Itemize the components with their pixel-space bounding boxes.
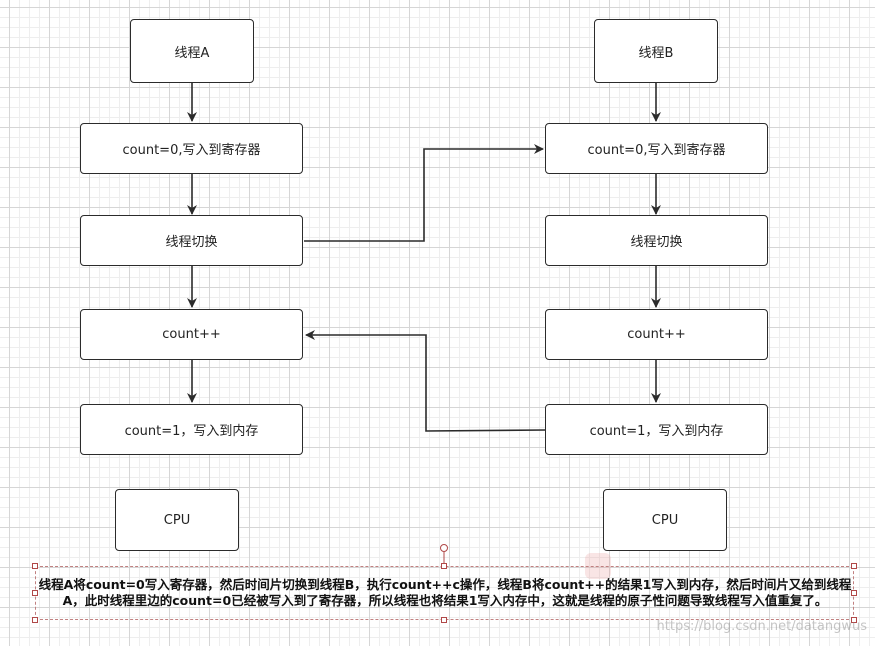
resize-handle-mid-left[interactable] [32, 590, 38, 596]
thread-a-node: 线程A [130, 19, 254, 83]
watermark-url: https://blog.csdn.net/datangwus [656, 619, 867, 634]
thread-b-step-switch: 线程切换 [545, 215, 768, 266]
thread-b-step-increment: count++ [545, 309, 768, 360]
resize-handle-bottom-right[interactable] [851, 617, 857, 623]
thread-a-step-switch: 线程切换 [80, 215, 303, 266]
thread-b-step-write-memory: count=1，写入到内存 [545, 404, 768, 455]
resize-handle-mid-right[interactable] [851, 590, 857, 596]
rotate-handle[interactable] [440, 544, 448, 552]
resize-handle-top-left[interactable] [32, 563, 38, 569]
arrow-switch-b-to-a [305, 330, 546, 432]
thread-a-step-increment: count++ [80, 309, 303, 360]
cpu-a-node: CPU [115, 489, 239, 551]
resize-handle-top-right[interactable] [851, 563, 857, 569]
resize-handle-top-mid[interactable] [441, 563, 447, 569]
thread-a-step-load-register: count=0,写入到寄存器 [80, 123, 303, 174]
resize-handle-bottom-left[interactable] [32, 617, 38, 623]
thread-b-node: 线程B [594, 19, 718, 83]
resize-handle-bottom-mid[interactable] [441, 617, 447, 623]
thread-a-step-write-memory: count=1，写入到内存 [80, 404, 303, 455]
thread-b-step-load-register: count=0,写入到寄存器 [545, 123, 768, 174]
explanation-text[interactable]: 线程A将count=0写入寄存器，然后时间片切换到线程B，执行count++c操… [38, 577, 852, 608]
cpu-b-node: CPU [603, 489, 727, 551]
arrow-switch-a-to-b [304, 144, 544, 242]
